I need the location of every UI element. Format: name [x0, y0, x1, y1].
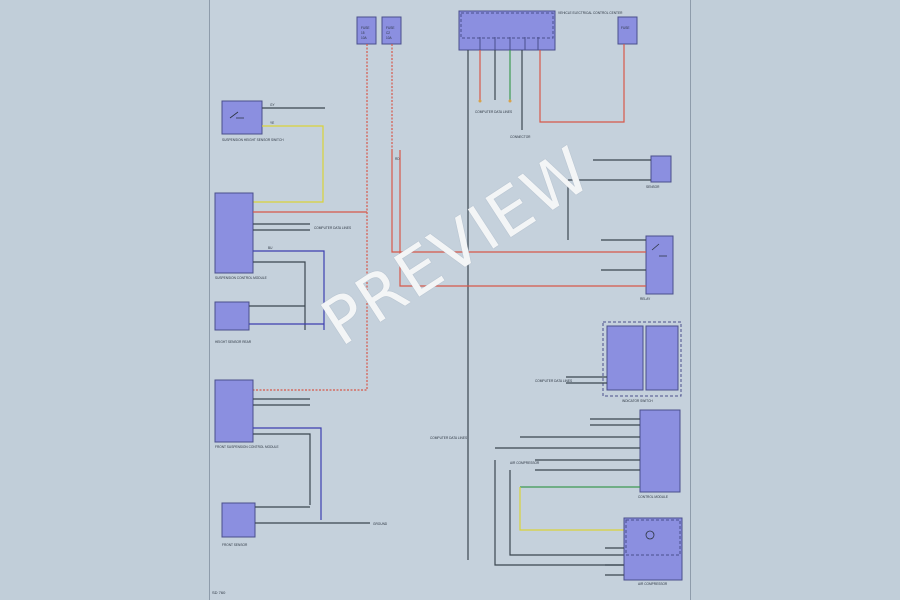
compressor[interactable]: AIR COMPRESSOR — [623, 517, 683, 586]
fuse-right-body — [617, 16, 638, 45]
control-center-body — [458, 10, 556, 51]
motor-icon — [645, 530, 655, 540]
height-sensor-rear[interactable]: HEIGHT SENSOR REAR — [214, 301, 252, 344]
right-sensor[interactable]: SENSOR — [646, 155, 672, 189]
wire-fuse-mid-2 — [399, 150, 601, 287]
front-sensor[interactable]: FRONT SENSOR — [221, 502, 256, 547]
indicator-group-frame — [602, 321, 682, 397]
wire-cc-red-loop — [539, 44, 625, 123]
wire-susp-blue — [253, 250, 325, 330]
height-sensor-rear-body — [214, 301, 250, 331]
fuse-right-text: FUSE — [621, 26, 630, 30]
compressor-inner — [625, 519, 681, 556]
wire-rm-7 — [509, 470, 640, 556]
control-center-label: VEHICLE ELECTRICAL CONTROL CENTER — [558, 11, 623, 15]
switch-symbol — [229, 111, 244, 119]
fuse-mid-num: C2 — [386, 31, 390, 35]
wire-front-blue — [253, 427, 322, 520]
fuse-right[interactable]: FUSE — [617, 16, 638, 45]
fuse-left-text: FUSE — [361, 26, 370, 30]
wire-yellow — [253, 125, 324, 203]
right-relay-label: RELAY — [640, 297, 651, 301]
wire-susp-dk3 — [253, 261, 306, 330]
fuse-left-amp: 10A — [361, 36, 368, 40]
front-module[interactable]: FRONT SUSPENSION CONTROL MODULE — [214, 379, 279, 449]
switch-top-left[interactable]: SUSPENSION HEIGHT SENSOR SWITCH — [221, 100, 284, 142]
wire-label-ye: YE — [270, 121, 274, 125]
note-computer-4: COMPUTER DATA LINES — [430, 436, 467, 440]
right-module-body — [639, 409, 681, 493]
suspension-module[interactable]: SUSPENSION CONTROL MODULE — [214, 192, 267, 280]
wire-rm-yellow — [519, 487, 640, 531]
compressor-label: AIR COMPRESSOR — [638, 582, 668, 586]
wiring-diagram: FUSE 15 10A FUSE C2 10A VEHICLE ELECTRIC… — [214, 10, 683, 586]
control-center[interactable]: VEHICLE ELECTRICAL CONTROL CENTER — [458, 10, 623, 51]
wire-rm-5 — [494, 460, 640, 566]
note-computer: COMPUTER DATA LINES — [475, 110, 512, 114]
indicator-right — [645, 325, 679, 391]
right-sensor-body — [650, 155, 672, 183]
suspension-module-body — [214, 192, 254, 274]
diagram-ref: SD 760 — [212, 590, 226, 595]
indicator-group-label: INDICATOR SWITCH — [622, 399, 653, 403]
fuse-left[interactable]: FUSE 15 10A — [356, 16, 377, 45]
note-computer-3: COMPUTER DATA LINES — [535, 379, 572, 383]
arrow-grn — [508, 99, 512, 103]
fuse-mid-amp: 10A — [386, 36, 393, 40]
right-relay-body — [645, 235, 674, 295]
front-sensor-label: FRONT SENSOR — [222, 543, 248, 547]
wire-label-bu: BU — [268, 246, 273, 250]
note-compressor: AIR COMPRESSOR — [510, 461, 540, 465]
wire-label-rd: RD — [395, 157, 400, 161]
switch-top-left-label: SUSPENSION HEIGHT SENSOR SWITCH — [222, 138, 284, 142]
right-sensor-label: SENSOR — [646, 185, 660, 189]
front-module-body — [214, 379, 254, 443]
switch-top-left-body — [221, 100, 263, 135]
right-relay[interactable]: RELAY — [640, 235, 674, 301]
fuse-mid[interactable]: FUSE C2 10A — [381, 16, 402, 45]
front-sensor-body — [221, 502, 256, 538]
indicator-left — [606, 325, 644, 391]
fuse-mid-text: FUSE — [386, 26, 395, 30]
wire-fuse-left — [253, 44, 368, 391]
note-connector: CONNECTOR — [510, 135, 531, 139]
control-center-inner — [460, 12, 554, 39]
note-ground: GROUND — [373, 522, 388, 526]
relay-symbol — [651, 243, 667, 257]
height-sensor-rear-label: HEIGHT SENSOR REAR — [215, 340, 252, 344]
note-computer-2: COMPUTER DATA LINES — [314, 226, 351, 230]
wire-label-gy: GY — [270, 103, 275, 107]
suspension-module-label: SUSPENSION CONTROL MODULE — [215, 276, 267, 280]
front-module-label: FRONT SUSPENSION CONTROL MODULE — [215, 445, 279, 449]
diagram-sheet: FUSE 15 10A FUSE C2 10A VEHICLE ELECTRIC… — [209, 0, 691, 600]
right-module-label: CONTROL MODULE — [638, 495, 668, 499]
compressor-body — [623, 517, 683, 581]
wire-front-dk — [253, 433, 311, 505]
wire-fuse-mid-to-relay — [391, 150, 601, 253]
right-module[interactable]: CONTROL MODULE — [638, 409, 681, 499]
fuse-left-num: 15 — [361, 31, 365, 35]
arrow-red — [478, 99, 482, 103]
indicator-group[interactable]: INDICATOR SWITCH — [602, 321, 682, 403]
